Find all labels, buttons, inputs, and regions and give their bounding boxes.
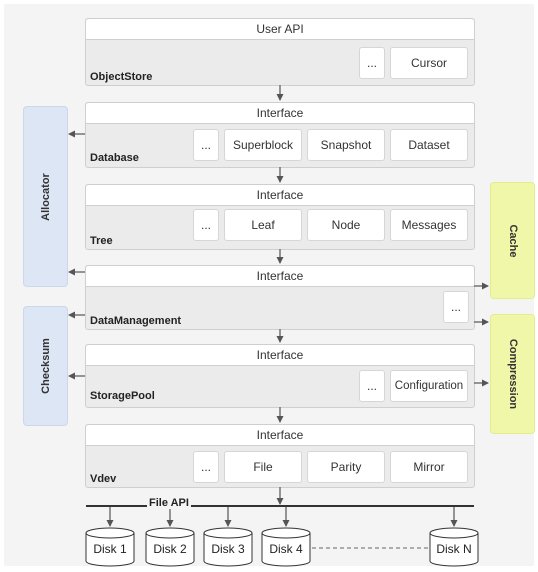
leaf-component: Leaf <box>224 209 302 241</box>
vdev-header: Interface <box>86 425 474 446</box>
datamanagement-ellipsis: ... <box>443 291 469 323</box>
snapshot-component: Snapshot <box>307 129 385 161</box>
disk-4-label: Disk 4 <box>269 542 303 556</box>
disk-3-label: Disk 3 <box>211 542 245 556</box>
database-label: Database <box>90 152 139 164</box>
disk-1-label: Disk 1 <box>93 542 127 556</box>
disk-n: Disk N <box>429 527 479 567</box>
allocator-box: Allocator <box>23 106 68 287</box>
cursor-component: Cursor <box>390 47 468 79</box>
disk-2: Disk 2 <box>145 527 195 567</box>
database-layer: Interface ... Superblock Snapshot Datase… <box>85 102 475 168</box>
checksum-box: Checksum <box>23 306 68 426</box>
disk-3: Disk 3 <box>203 527 253 567</box>
messages-component: Messages <box>390 209 468 241</box>
database-ellipsis: ... <box>193 129 219 161</box>
file-api-label: File API <box>147 497 191 509</box>
disk-4: Disk 4 <box>261 527 311 567</box>
compression-box: Compression <box>490 314 535 434</box>
disk-2-label: Disk 2 <box>153 542 187 556</box>
objectstore-label: ObjectStore <box>90 71 153 83</box>
cache-box: Cache <box>490 182 535 299</box>
datamanagement-header: Interface <box>86 266 474 287</box>
disk-1: Disk 1 <box>85 527 135 567</box>
tree-ellipsis: ... <box>193 209 219 241</box>
objectstore-layer: User API ... Cursor ObjectStore <box>85 18 475 86</box>
vdev-layer: Interface ... File Parity Mirror Vdev <box>85 424 475 488</box>
tree-layer: Interface ... Leaf Node Messages Tree <box>85 184 475 250</box>
configuration-component: Configuration <box>390 370 468 402</box>
node-component: Node <box>307 209 385 241</box>
file-component: File <box>224 451 302 483</box>
superblock-component: Superblock <box>224 129 302 161</box>
disk-n-label: Disk N <box>436 542 471 556</box>
tree-label: Tree <box>90 235 113 247</box>
objectstore-header: User API <box>86 19 474 40</box>
database-header: Interface <box>86 103 474 124</box>
storagepool-header: Interface <box>86 345 474 366</box>
mirror-component: Mirror <box>390 451 468 483</box>
storagepool-label: StoragePool <box>90 390 155 402</box>
dataset-component: Dataset <box>390 129 468 161</box>
parity-component: Parity <box>307 451 385 483</box>
vdev-label: Vdev <box>90 473 117 485</box>
storagepool-ellipsis: ... <box>359 370 385 402</box>
storagepool-layer: Interface ... Configuration StoragePool <box>85 344 475 408</box>
objectstore-ellipsis: ... <box>359 47 385 79</box>
datamanagement-label: DataManagement <box>90 315 182 327</box>
tree-header: Interface <box>86 185 474 206</box>
vdev-ellipsis: ... <box>193 451 219 483</box>
